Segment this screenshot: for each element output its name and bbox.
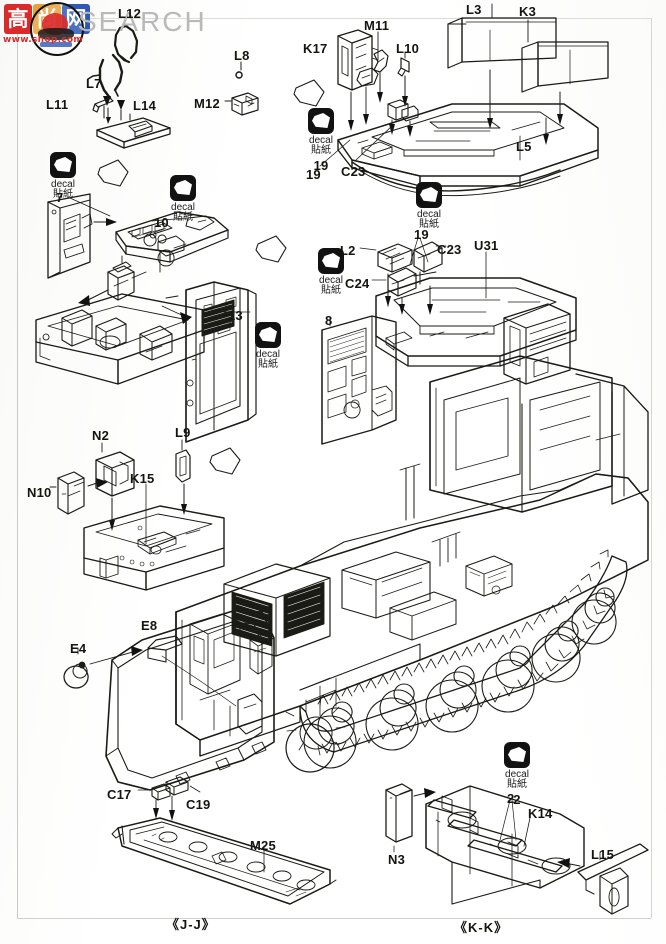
decal-label-en: decal (505, 769, 529, 780)
part-label-c23b: C23 (437, 242, 462, 257)
part-label-13: 13 (228, 308, 243, 323)
part-label-n3: N3 (388, 852, 406, 867)
decal-label-zh: 貼紙 (419, 219, 439, 230)
decal-icon (504, 742, 530, 768)
decal-icon (170, 175, 196, 201)
decal-label-en: decal (417, 209, 441, 220)
part-label-l3: L3 (466, 2, 482, 17)
decal-number: 2 (513, 791, 521, 807)
decal-label-zh: 貼紙 (53, 189, 73, 200)
part-label-19b: 19 (414, 227, 429, 242)
part-label-l11: L11 (46, 97, 69, 112)
part-label-c17: C17 (107, 787, 132, 802)
decal-icon (50, 152, 76, 178)
decal-number: 19 (313, 157, 329, 173)
part-label-e8: E8 (141, 618, 158, 633)
part-label-k15: K15 (130, 471, 155, 486)
part-label-m12: M12 (194, 96, 220, 111)
part-label-u31: U31 (474, 238, 499, 253)
part-label-l12: L12 (118, 6, 142, 21)
caption-kk: 《K-K》 (454, 920, 509, 935)
page-border-top (17, 18, 651, 19)
part-label-l14: L14 (133, 98, 157, 113)
decal-label-en: decal (319, 275, 343, 286)
decal-label-en: decal (171, 202, 195, 213)
page-border-bottom (17, 918, 651, 919)
page-border-left (17, 18, 18, 918)
part-label-19a: 19 (306, 167, 321, 182)
part-label-e4: E4 (70, 641, 87, 656)
part-label-m11: M11 (364, 18, 390, 33)
part-label-l15: L15 (591, 847, 615, 862)
part-label-c24: C24 (345, 276, 370, 291)
part-label-n2: N2 (92, 428, 110, 443)
decal-icon (308, 108, 334, 134)
decal-label-zh: 貼紙 (258, 359, 278, 370)
part-label-l9: L9 (175, 425, 191, 440)
decal-label-zh: 貼紙 (321, 285, 341, 296)
decal-icon (318, 248, 344, 274)
decal-icon (416, 182, 442, 208)
part-label-k3: K3 (519, 4, 537, 19)
decal-label-en: decal (51, 179, 75, 190)
part-label-l10: L10 (396, 41, 420, 56)
part-label-k17: K17 (303, 41, 328, 56)
part-label-l7: L7 (86, 76, 102, 91)
part-label-10: 10 (154, 215, 169, 230)
decal-label-en: decal (256, 349, 280, 360)
decal-icon (255, 322, 281, 348)
part-label-8: 8 (325, 313, 333, 328)
part-label-c19: C19 (186, 797, 211, 812)
decal-label-en: decal (309, 135, 333, 146)
part-label-l5: L5 (516, 139, 532, 154)
part-label-m25: M25 (250, 838, 276, 853)
decal-label-zh: 貼紙 (173, 212, 193, 223)
decal-label-zh: 貼紙 (311, 145, 331, 156)
part-label-n10: N10 (27, 485, 52, 500)
part-label-2: 2 (507, 791, 515, 806)
part-label-l8: L8 (234, 48, 250, 63)
part-label-k14: K14 (528, 806, 553, 821)
decal-label-zh: 貼紙 (507, 779, 527, 790)
caption-jj: 《J-J》 (166, 917, 216, 932)
part-label-7: 7 (56, 190, 64, 205)
part-label-c23a: C23 (341, 164, 366, 179)
page-border-right (651, 18, 652, 918)
